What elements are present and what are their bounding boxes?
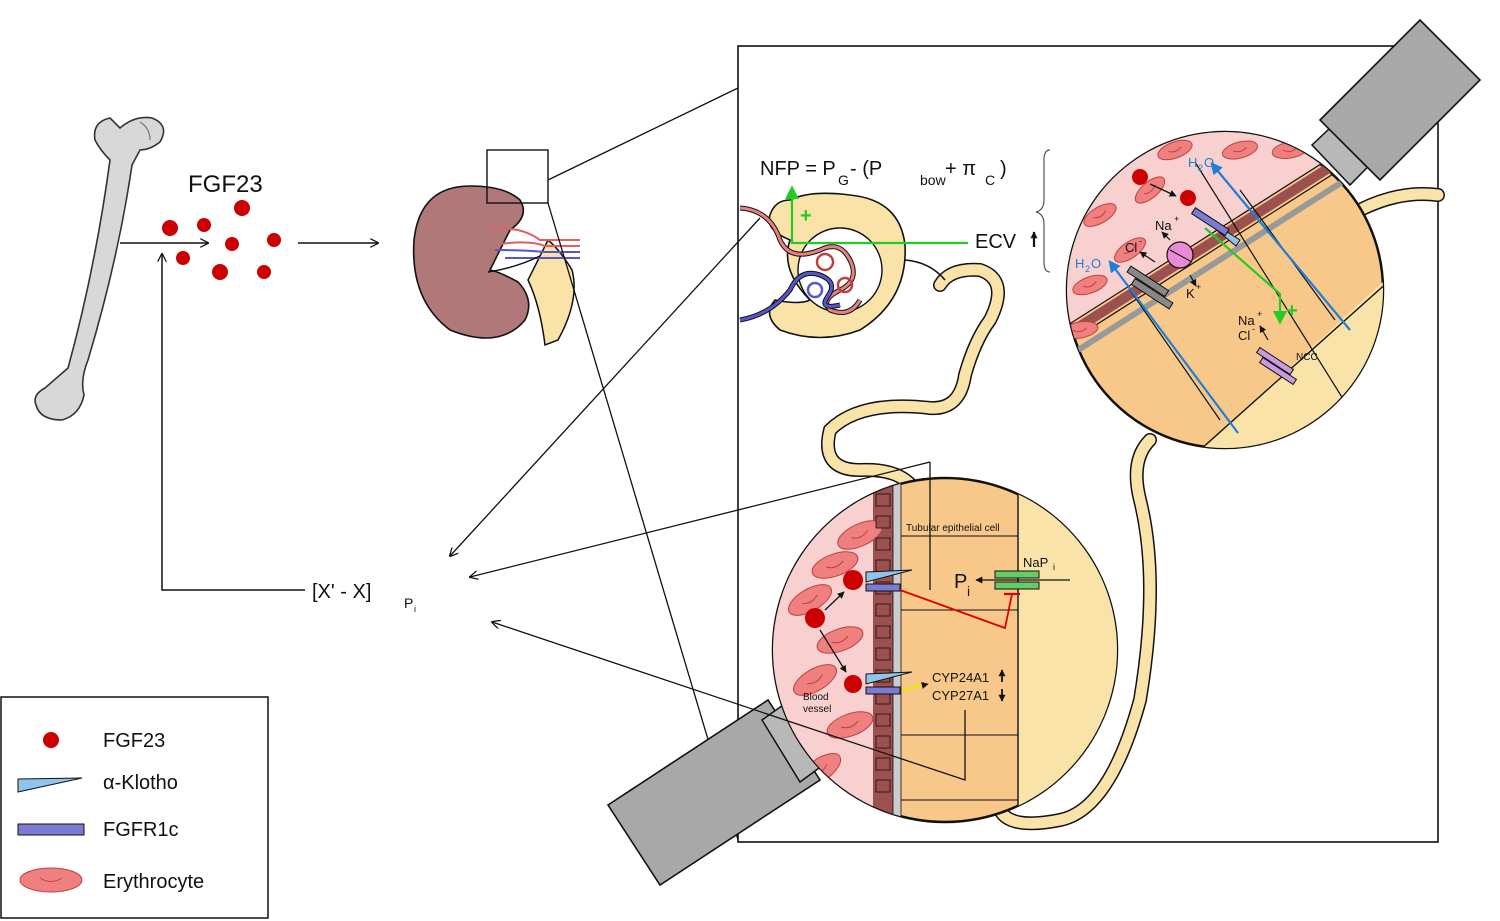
svg-text:NCC: NCC (1296, 352, 1318, 363)
kidney-illustration (412, 185, 580, 347)
svg-text:H: H (1188, 155, 1197, 170)
svg-text:Tubular epithelial cell: Tubular epithelial cell (906, 523, 1000, 534)
svg-text:C: C (985, 172, 995, 188)
svg-text:2: 2 (1085, 264, 1090, 274)
klotho-symbol (17, 777, 83, 793)
legend-item-klotho: α-Klotho (17, 772, 178, 794)
fgf23-dot (212, 264, 228, 280)
svg-text:): ) (1000, 158, 1007, 180)
feedback-arrow (162, 254, 305, 591)
fgf23-dot (176, 251, 190, 265)
svg-text:FGF23: FGF23 (103, 730, 165, 752)
svg-text:G: G (838, 172, 849, 188)
legend-item-fgf23: FGF23 (43, 730, 165, 752)
svg-text:K: K (1186, 286, 1195, 301)
svg-text:CYP27A1: CYP27A1 (932, 688, 989, 703)
fgf23-dot (197, 218, 211, 232)
svg-text:-: - (1252, 324, 1255, 334)
feedback-label: [X' - X] P i (312, 581, 416, 614)
svg-text:α-Klotho: α-Klotho (103, 772, 178, 794)
svg-text:vessel: vessel (803, 704, 831, 715)
svg-text:i: i (414, 604, 416, 614)
legend-item-fgfr1c: FGFR1c (17, 819, 179, 841)
svg-text:P: P (954, 571, 967, 593)
svg-text:NaP: NaP (1023, 555, 1048, 570)
svg-text:FGFR1c: FGFR1c (103, 819, 179, 841)
svg-text:NFP = P: NFP = P (760, 158, 836, 180)
ecv-label: ECV (975, 231, 1038, 253)
svg-text:+: + (1196, 282, 1201, 292)
fgfr1c-symbol (17, 823, 85, 836)
svg-text:+ π: + π (945, 158, 976, 180)
legend-item-erythrocyte: Erythrocyte (19, 867, 204, 893)
svg-text:H: H (1075, 256, 1084, 271)
svg-text:P: P (404, 595, 413, 611)
svg-text:bow: bow (920, 172, 947, 188)
pi-to-feedback-arrow (470, 461, 931, 577)
fgf23-dot (162, 220, 178, 236)
svg-text:Blood: Blood (803, 692, 829, 703)
svg-text:i: i (1053, 562, 1055, 572)
svg-text:+: + (1286, 300, 1298, 322)
femur-bone-illustration (34, 116, 165, 421)
svg-text:Cl: Cl (1125, 240, 1137, 255)
zoom-line (547, 87, 739, 181)
nfp-formula: NFP = P G - (P bow + π C ) (760, 158, 1007, 188)
bottom-magnifier: Tubular epithelial cell P i NaP i CYP24A… (606, 476, 1119, 887)
legend: FGF23 α-Klotho FGFR1c Erythrocyte (0, 696, 269, 919)
svg-text:ECV: ECV (975, 231, 1017, 253)
svg-text:Na: Na (1155, 218, 1172, 233)
svg-text:O: O (1204, 155, 1214, 170)
svg-text:- (P: - (P (850, 158, 882, 180)
svg-text:Erythrocyte: Erythrocyte (103, 871, 204, 893)
nfp-to-feedback-arrow (450, 217, 761, 556)
callout-line (799, 710, 966, 781)
ecv-to-nfp-arrow (785, 185, 968, 245)
svg-text:i: i (967, 583, 970, 599)
kidney-zoom-box (486, 149, 549, 204)
fgf23-secretion-group: FGF23 (162, 171, 281, 280)
fgf23-dot (234, 200, 250, 216)
svg-text:-: - (1139, 236, 1142, 246)
svg-text:CYP24A1: CYP24A1 (932, 670, 989, 685)
svg-text:O: O (1091, 256, 1101, 271)
bracket (1035, 149, 1051, 273)
svg-text:Cl: Cl (1238, 328, 1250, 343)
svg-text:[X' - X]: [X' - X] (312, 581, 371, 603)
fgf23-dot (225, 237, 239, 251)
top-magnifier: + H 2 O H 2 O Na + Cl - K + Na + Cl - NC… (1065, 18, 1482, 450)
cyp-to-feedback-arrow (492, 622, 801, 726)
svg-text:Na: Na (1238, 313, 1255, 328)
svg-text:+: + (1257, 309, 1262, 319)
fgf23-symbol (43, 732, 59, 748)
svg-text:+: + (1174, 214, 1179, 224)
glomerulus (739, 192, 946, 339)
svg-text:2: 2 (1198, 163, 1203, 173)
fgf23-label: FGF23 (188, 171, 263, 198)
renal-tubule (821, 187, 1445, 831)
fgf23-dot (267, 233, 281, 247)
plus-sign: + (800, 205, 812, 227)
fgf23-dot (257, 265, 271, 279)
erythrocyte-symbol (19, 867, 83, 893)
zoom-line (547, 202, 739, 841)
